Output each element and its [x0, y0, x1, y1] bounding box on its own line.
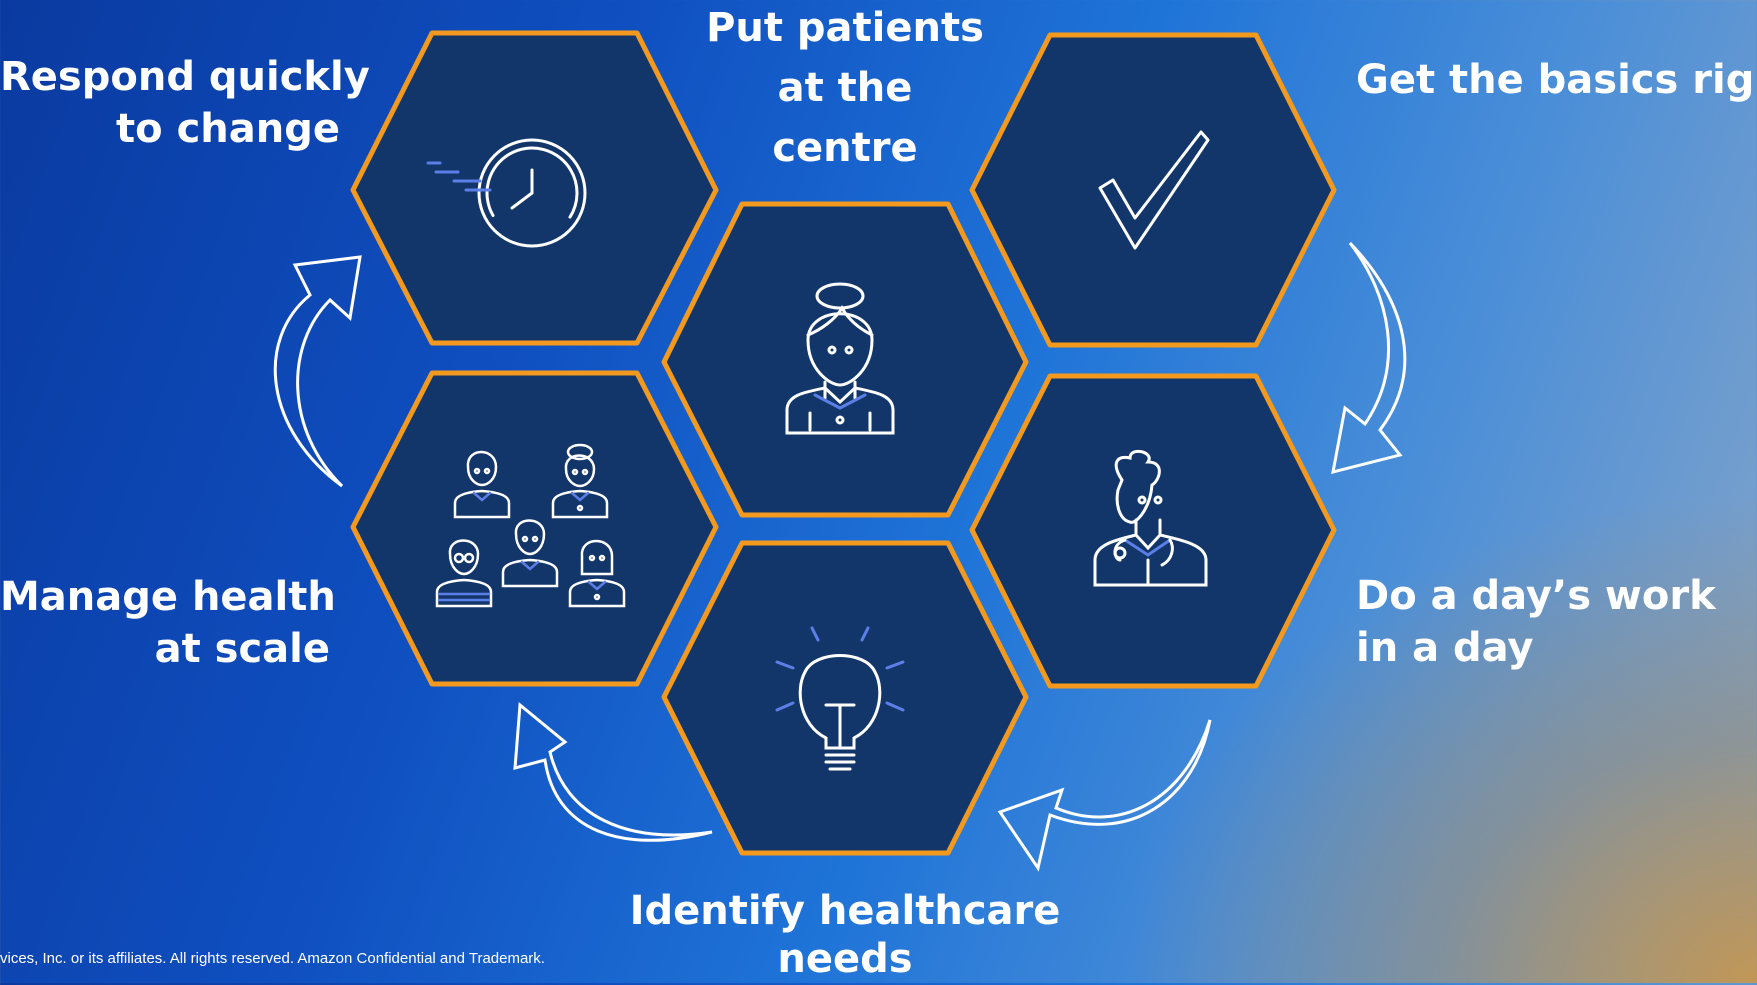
lightbulb-icon: [775, 626, 905, 771]
doctor-stethoscope-icon: [1093, 449, 1208, 587]
label-manage-health: Manage health at scale: [0, 571, 336, 675]
label-line: to change: [116, 106, 340, 152]
label-put-patients: Put patients at the centre: [680, 2, 1010, 174]
label-days-work: Do a day’s work in a day: [1356, 570, 1746, 674]
label-line: Manage health: [0, 574, 336, 620]
label-line: at the: [777, 65, 913, 111]
arrow-bottom-left: [513, 702, 713, 842]
label-line: Do a day’s work: [1356, 573, 1716, 619]
hexagon-daywork: [969, 373, 1337, 689]
hexagon-patients: [661, 201, 1029, 518]
label-line: needs: [777, 936, 913, 982]
hexagon-identify: [661, 540, 1029, 856]
hexagon-basics: [969, 32, 1337, 348]
label-basics-right: Get the basics right: [1356, 54, 1757, 106]
label-identify-needs: Identify healthcare needs: [620, 885, 1070, 985]
label-line: at scale: [154, 626, 330, 672]
arrow-right-down: [1331, 241, 1407, 475]
arrow-left-up: [273, 255, 362, 488]
label-respond-quickly: Respond quickly to change: [0, 51, 370, 155]
label-line: Respond quickly: [0, 54, 370, 100]
footer-copyright: vices, Inc. or its affiliates. All right…: [0, 950, 545, 967]
label-line: Identify healthcare: [629, 888, 1061, 934]
label-line: centre: [772, 125, 918, 171]
patient-woman-icon: [785, 282, 895, 435]
arrow-bottom-right: [997, 719, 1212, 872]
clock-speed-icon: [426, 138, 587, 248]
people-group-icon: [435, 443, 626, 608]
label-line: Put patients: [706, 5, 984, 51]
label-line: Get the basics right: [1356, 57, 1757, 103]
label-line: in a day: [1356, 625, 1534, 671]
hexagon-respond: [350, 30, 719, 346]
checkmark-icon: [1098, 130, 1210, 250]
hexagon-manage: [350, 370, 719, 687]
